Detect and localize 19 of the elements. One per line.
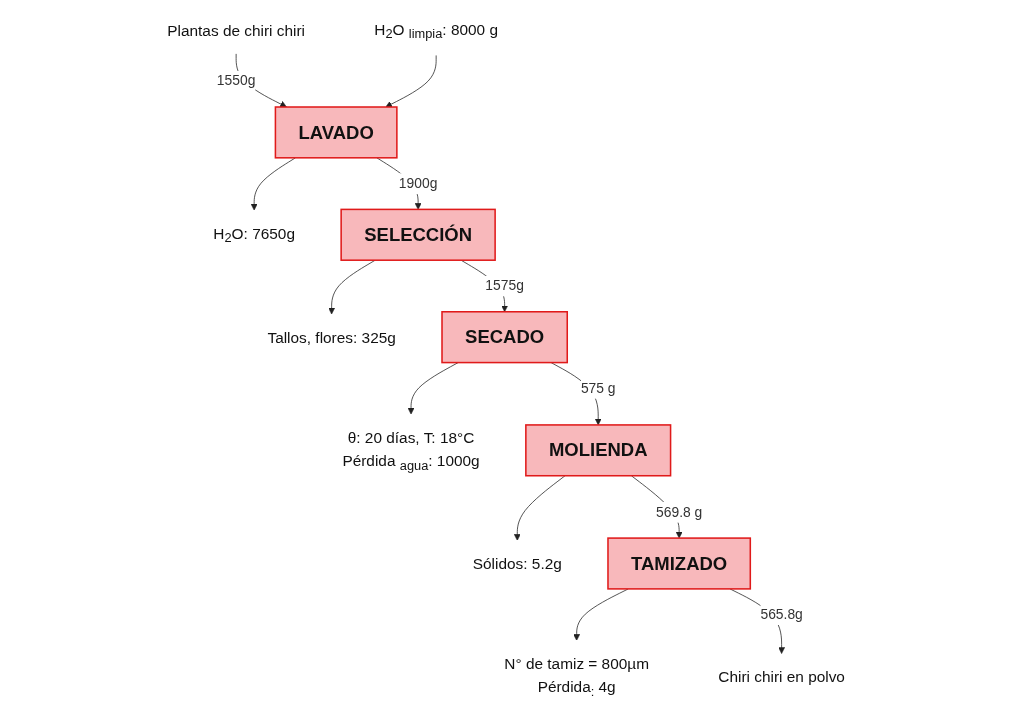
edge-label: 575 g	[581, 380, 616, 396]
node-box: LAVADO	[275, 106, 399, 159]
node-text: θ: 20 días, T: 18°C Pérdida $_{agua}$: 1000g	[342, 428, 481, 473]
node-text: Chiri chiri en polvo	[718, 668, 846, 686]
node-box: MOLIENDA	[525, 424, 672, 477]
node-box: SELECCIÓN	[340, 208, 497, 261]
node-text: H$_{2}$O $_{limpia}$: 8000 g	[374, 20, 499, 42]
node-text: H$_{2}$O: 7650g	[213, 224, 296, 246]
node-text: Plantas de chiri chiri	[167, 22, 306, 40]
edge-label: 1550g	[217, 73, 256, 89]
edge-label: 1900g	[399, 175, 438, 191]
edge-label: 1575g	[485, 277, 525, 294]
node-text: Sólidos: 5.2g	[473, 555, 563, 572]
edge-label: 565.8g	[760, 606, 804, 622]
node-text: N° de tamiz = 800µm Pérdida$_{:}$ 4g	[504, 655, 650, 699]
node-text: Tallos, flores: 325g	[267, 328, 397, 346]
node-box: SECADO	[441, 311, 569, 364]
edge-label: 569.8 g	[656, 504, 703, 520]
node-box: TAMIZADO	[607, 537, 752, 590]
